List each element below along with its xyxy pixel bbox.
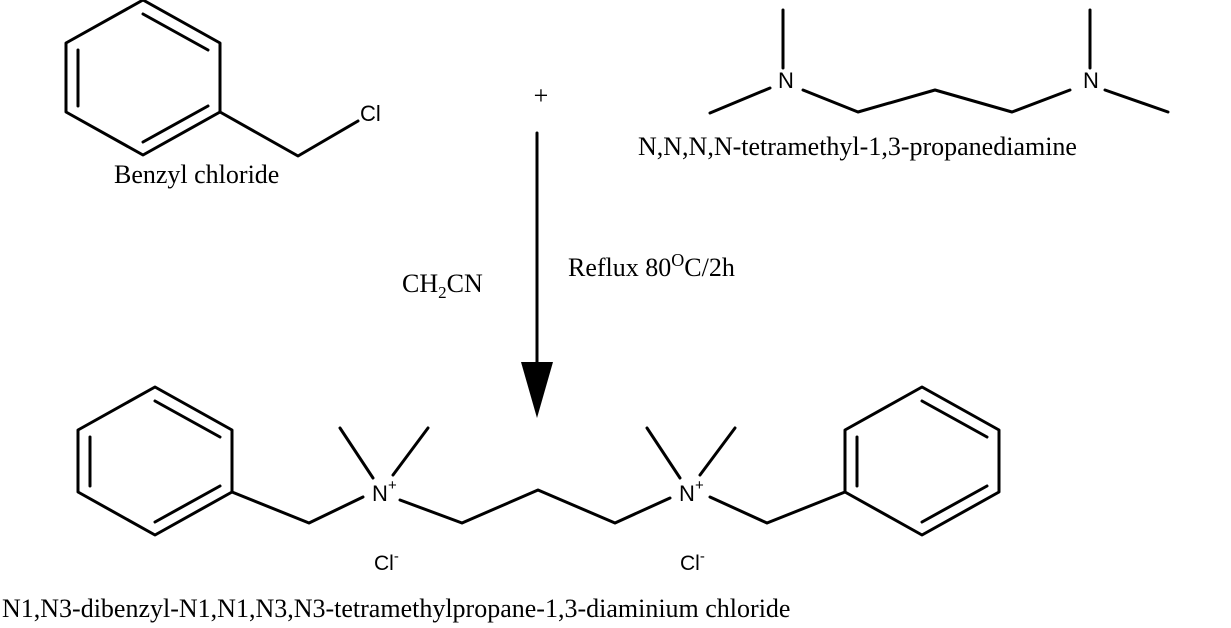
reflux-condition-label: Reflux 80OC/2h — [568, 250, 735, 282]
negative-charge-left: - — [394, 548, 399, 565]
diamine-name: N,N,N,N-tetramethyl-1,3-propanediamine — [638, 132, 1077, 161]
chloride-ion-left: Cl- — [374, 548, 399, 575]
chloride-ion-right: Cl- — [680, 548, 705, 575]
solvent-suffix: CN — [447, 269, 483, 298]
solvent-subscript: 2 — [438, 283, 447, 302]
benzyl-chloride-name: Benzyl chloride — [114, 160, 279, 189]
chlorine-atom-label: Cl — [360, 101, 381, 126]
solvent-prefix: CH — [402, 269, 438, 298]
product-structure: N + N + Cl- Cl- N1,N3-dibenzyl-N1,N1,N3,… — [2, 385, 1001, 623]
nitrogen-atom-label-left: N — [778, 68, 794, 93]
ammonium-nitrogen-left: N — [372, 481, 388, 506]
aromatic-inner-bonds — [76, 12, 210, 144]
aromatic-inner-bonds-right — [855, 399, 989, 524]
reflux-suffix: C/2h — [684, 253, 735, 282]
positive-charge-left: + — [388, 477, 397, 494]
reflux-superscript: O — [671, 250, 684, 270]
ch2-cl-bond — [218, 110, 360, 158]
reaction-arrow — [521, 131, 553, 418]
benzyl-chloride-structure: Cl Benzyl chloride — [64, 0, 381, 189]
chloride-symbol-left: Cl — [374, 552, 394, 575]
positive-charge-right: + — [695, 477, 704, 494]
ammonium-nitrogen-right: N — [679, 481, 695, 506]
solvent-label: CH2CN — [402, 269, 483, 302]
chloride-symbol-right: Cl — [680, 552, 700, 575]
benzene-ring-right — [843, 385, 1001, 537]
benzene-ring-left — [76, 385, 234, 537]
aromatic-inner-bonds-left — [88, 399, 222, 524]
diamine-structure: N N N,N,N,N-tetramethyl-1,3-propanediami… — [638, 8, 1170, 161]
reflux-prefix: Reflux 80 — [568, 253, 671, 282]
benzene-ring — [64, 0, 222, 157]
plus-sign: + — [534, 81, 549, 110]
product-name: N1,N3-dibenzyl-N1,N1,N3,N3-tetramethylpr… — [2, 594, 790, 623]
negative-charge-right: - — [700, 548, 705, 565]
nitrogen-atom-label-right: N — [1083, 68, 1099, 93]
